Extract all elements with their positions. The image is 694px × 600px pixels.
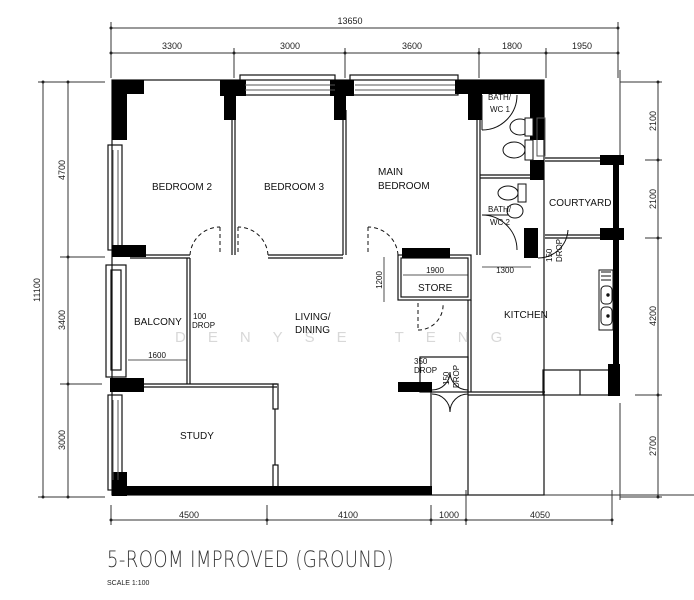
dim-top-1: 3300 bbox=[162, 41, 182, 51]
balcony-drop-label: DROP bbox=[192, 321, 215, 330]
label-bath2-2: WC 2 bbox=[490, 218, 511, 227]
label-bath1-2: WC 1 bbox=[490, 105, 511, 114]
dim-right-1: 2100 bbox=[648, 111, 658, 131]
dim-right-2: 2100 bbox=[648, 189, 658, 209]
door-drop-value: 150 bbox=[442, 371, 451, 385]
dim-top-5: 1950 bbox=[572, 41, 592, 51]
dim-bottom-1: 4500 bbox=[179, 510, 199, 520]
dim-right-3: 4200 bbox=[648, 306, 658, 326]
label-bath2-1: BATH/ bbox=[488, 205, 512, 214]
label-bath1-1: BATH/ bbox=[488, 93, 512, 102]
label-main-bedroom-1: MAIN bbox=[378, 167, 403, 178]
dimension-right bbox=[619, 70, 662, 500]
kitchen-sink bbox=[598, 269, 614, 331]
label-study: STUDY bbox=[180, 431, 214, 442]
dim-bottom-4: 4050 bbox=[530, 510, 550, 520]
dim-top-4: 1800 bbox=[502, 41, 522, 51]
dim-bottom-3: 1000 bbox=[439, 510, 459, 520]
dimension-top bbox=[110, 22, 619, 78]
label-bedroom-3: BEDROOM 3 bbox=[264, 182, 324, 193]
dimension-left bbox=[38, 81, 105, 498]
courtyard-drop-value: 150 bbox=[545, 248, 554, 262]
label-living-2: DINING bbox=[295, 325, 330, 336]
courtyard-drop-label: DROP bbox=[555, 239, 564, 262]
drawing-title: 5-ROOM IMPROVED (GROUND) bbox=[107, 548, 394, 573]
dim-bath2-width: 1300 bbox=[496, 266, 514, 275]
entry-drop-value: 350 bbox=[414, 357, 428, 366]
windows bbox=[112, 84, 546, 480]
dim-store-depth: 1200 bbox=[375, 271, 384, 289]
label-store: STORE bbox=[418, 283, 453, 294]
dim-bottom-2: 4100 bbox=[338, 510, 358, 520]
label-main-bedroom-2: BEDROOM bbox=[378, 181, 430, 192]
label-balcony: BALCONY bbox=[134, 317, 182, 328]
label-bedroom-2: BEDROOM 2 bbox=[152, 182, 212, 193]
label-courtyard: COURTYARD bbox=[549, 198, 611, 209]
dim-top-total: 13650 bbox=[337, 16, 362, 26]
dim-left-total: 11100 bbox=[32, 278, 42, 302]
dim-left-3: 3000 bbox=[57, 430, 67, 450]
toilet-bath2 bbox=[497, 183, 527, 219]
dim-store-width: 1900 bbox=[426, 266, 444, 275]
door-drop-label: DROP bbox=[452, 365, 461, 388]
dim-left-2: 3400 bbox=[57, 310, 67, 330]
dim-top-3: 3600 bbox=[402, 41, 422, 51]
label-living-1: LIVING/ bbox=[295, 312, 331, 323]
toilet-bath1 bbox=[502, 117, 534, 161]
doors bbox=[189, 226, 444, 331]
dim-left-1: 4700 bbox=[57, 160, 67, 180]
label-kitchen: KITCHEN bbox=[504, 310, 548, 321]
balcony-drop-value: 100 bbox=[193, 312, 207, 321]
entry-drop-label: DROP bbox=[414, 366, 437, 375]
dim-right-4: 2700 bbox=[648, 436, 658, 456]
dim-top-2: 3000 bbox=[280, 41, 300, 51]
dim-balcony: 1600 bbox=[148, 351, 166, 360]
watermark: DENYSE TENG bbox=[175, 329, 524, 346]
drawing-scale: SCALE 1:100 bbox=[107, 580, 150, 587]
